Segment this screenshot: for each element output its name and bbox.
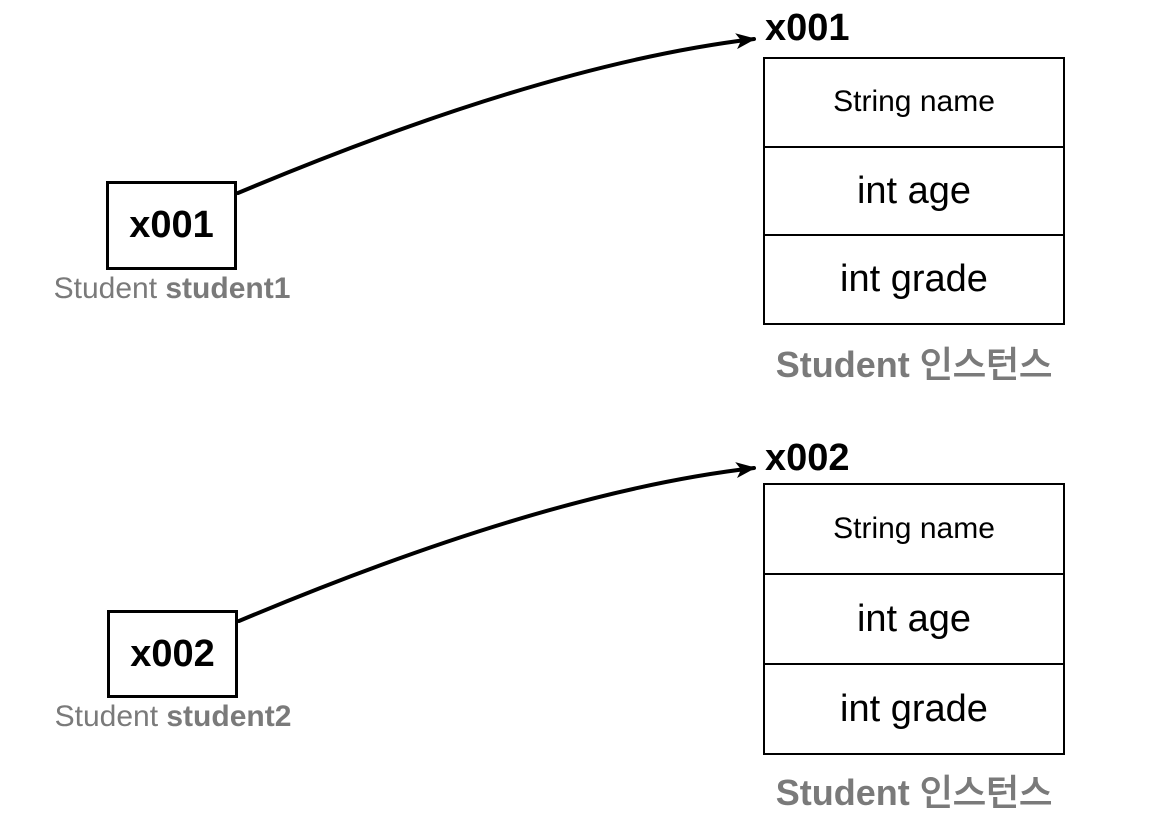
arrow-student1-to-instance-icon: [236, 33, 756, 195]
arrow-student2-to-instance-icon: [237, 462, 756, 623]
instance-caption-student1: Student 인스턴스: [763, 343, 1065, 386]
reference-value-student2: x002: [130, 632, 215, 675]
reference-box-student1: x001: [106, 181, 237, 270]
instance-class-label: Student: [775, 772, 910, 813]
field-grade: int grade: [765, 663, 1063, 753]
instance-korean-label: 인스턴스: [919, 772, 1053, 813]
instance-table-student1: String name int age int grade: [763, 57, 1065, 325]
instance-caption-student2: Student 인스턴스: [763, 771, 1065, 814]
reference-value-student1: x001: [129, 204, 214, 246]
field-name: String name: [833, 85, 995, 119]
field-grade: int grade: [765, 234, 1063, 323]
reference-type-label: Student: [54, 700, 159, 733]
instance-korean-label: 인스턴스: [919, 344, 1053, 385]
field-age: int age: [765, 573, 1063, 663]
reference-caption-student1: Student student1: [22, 272, 322, 306]
reference-name-label: student1: [165, 272, 291, 305]
instance-class-label: Student: [775, 344, 910, 385]
instance-address-student1: x001: [765, 7, 850, 49]
field-age: int age: [765, 145, 1063, 235]
reference-caption-student2: Student student2: [23, 700, 323, 734]
instance-table-student2: String name int age int grade: [763, 483, 1065, 755]
field-name: String name: [833, 512, 995, 545]
reference-type-label: Student: [53, 272, 158, 305]
reference-name-label: student2: [166, 700, 292, 733]
instance-address-student2: x002: [765, 437, 850, 479]
reference-box-student2: x002: [107, 610, 238, 698]
